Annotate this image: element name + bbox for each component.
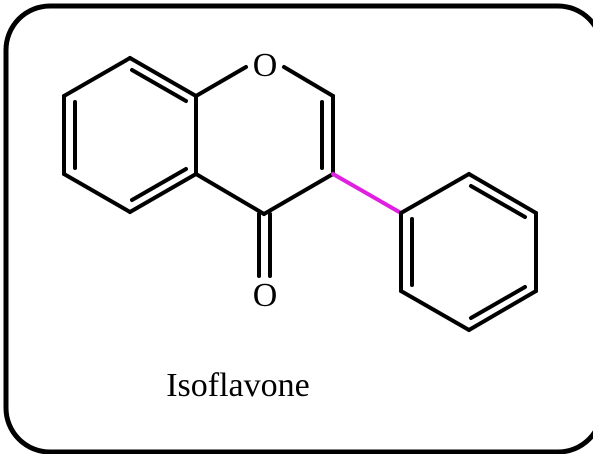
phenyl-ring xyxy=(399,172,538,332)
compound-name-label: Isoflavone xyxy=(166,367,310,404)
bond-c8a-o1 xyxy=(194,65,248,98)
bond-a6-a1 xyxy=(62,56,132,98)
bond-p2-p3 xyxy=(467,172,538,215)
diagram-frame xyxy=(3,3,593,454)
ring-oxygen-label: O xyxy=(253,47,278,84)
bond-c3-c4 xyxy=(262,172,335,216)
benzene-ring-fused xyxy=(62,56,198,214)
carbonyl-oxygen-label: O xyxy=(253,277,278,314)
pyranone-ring xyxy=(194,65,335,278)
bond-inner-2 xyxy=(130,167,188,202)
bond-c4-c4a xyxy=(194,172,266,216)
bond-p4-p5 xyxy=(467,289,538,332)
bond-p-inner-2 xyxy=(469,285,527,320)
bond-c3-phenyl-highlight xyxy=(331,172,403,215)
bond-p-inner-1 xyxy=(469,184,527,219)
bond-a3-a4 xyxy=(128,172,198,214)
bond-o1-c2 xyxy=(282,65,335,98)
bond-p5-p6 xyxy=(399,289,471,332)
bond-p1-p2 xyxy=(399,172,471,215)
bond-inner-1 xyxy=(130,68,188,103)
bond-a1-a2 xyxy=(128,56,198,98)
bond-a4-a5 xyxy=(62,172,132,214)
